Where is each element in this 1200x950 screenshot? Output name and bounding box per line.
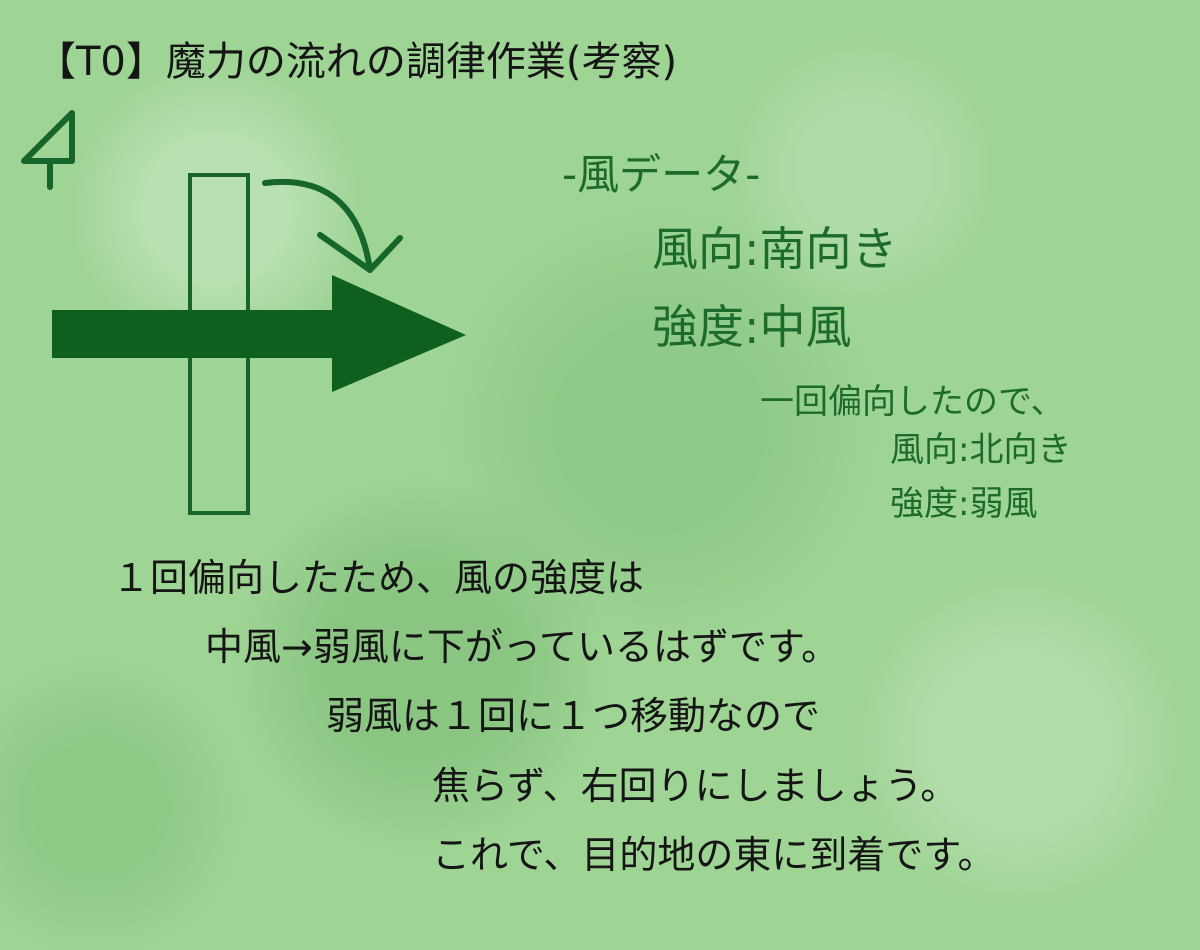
wind-data-heading: -風データ- xyxy=(562,150,761,199)
explanation-line-4: 焦らず、右回りにしましょう。 xyxy=(432,764,959,808)
curved-arrow-head-icon xyxy=(317,232,403,273)
explanation-line-2: 中風→弱風に下がっているはずです。 xyxy=(205,625,840,669)
deflection-note: 一回偏向したので、 xyxy=(760,382,1065,422)
wind-direction: 風向:南向き xyxy=(652,222,898,276)
explanation-line-1: １回偏向したため、風の強度は xyxy=(112,556,645,600)
wind-arrow-icon xyxy=(52,275,466,392)
curved-arrow-icon xyxy=(262,178,373,273)
explanation-line-5: これで、目的地の東に到着です。 xyxy=(432,833,996,877)
wind-flow-diagram xyxy=(52,173,466,515)
turn-number-label: 4 xyxy=(21,110,75,190)
new-wind-strength: 強度:弱風 xyxy=(890,484,1038,524)
new-wind-direction: 風向:北向き xyxy=(890,430,1072,470)
page-title: 【T0】魔力の流れの調律作業(考察) xyxy=(36,39,678,85)
wind-strength: 強度:中風 xyxy=(652,300,852,354)
explanation-line-3: 弱風は１回に１つ移動なので xyxy=(326,694,821,738)
